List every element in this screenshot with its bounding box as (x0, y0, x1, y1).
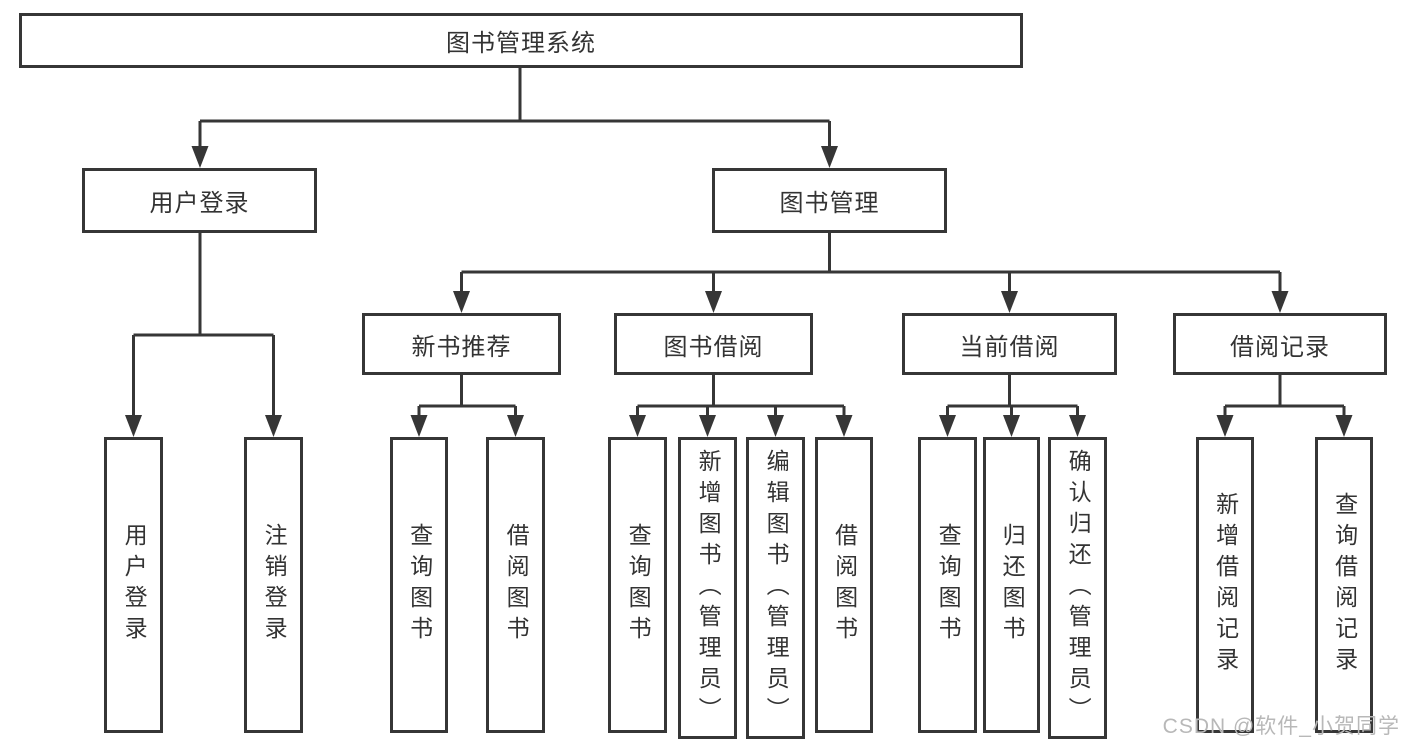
node-root-label: 图书管理系统 (446, 30, 596, 57)
leaf-add-book-admin: 新增图书（管理员） (678, 437, 737, 739)
leaf-borrow-books-recommend: 借阅图书 (486, 437, 545, 733)
node-current-borrowing-label: 当前借阅 (959, 333, 1060, 361)
leaf-borrow-books: 借阅图书 (815, 437, 873, 733)
node-user-login: 用户登录 (82, 168, 317, 233)
node-book-borrowing: 图书借阅 (614, 313, 813, 375)
leaf-edit-book-admin-label: 编辑图书（管理员） (763, 448, 790, 728)
node-book-borrowing-label: 图书借阅 (663, 333, 764, 361)
leaf-add-borrow-record-label: 新增借阅记录 (1212, 492, 1239, 678)
leaf-query-books-borrow-label: 查询图书 (625, 523, 652, 647)
node-root: 图书管理系统 (19, 13, 1023, 68)
leaf-query-books-current-label: 查询图书 (935, 523, 962, 647)
leaf-query-books-current: 查询图书 (918, 437, 977, 733)
leaf-query-books-borrow: 查询图书 (608, 437, 667, 733)
leaf-edit-book-admin: 编辑图书（管理员） (746, 437, 805, 739)
leaf-query-books-recommend-label: 查询图书 (406, 523, 433, 647)
node-book-management: 图书管理 (712, 168, 947, 233)
watermark: CSDN @软件_小贺同学 (1162, 715, 1400, 738)
node-borrowing-records-label: 借阅记录 (1230, 333, 1330, 361)
node-borrowing-records: 借阅记录 (1173, 313, 1387, 375)
leaf-query-borrow-record: 查询借阅记录 (1315, 437, 1373, 733)
leaf-user-login: 用户登录 (104, 437, 163, 733)
leaf-logout-label: 注销登录 (261, 523, 288, 647)
leaf-borrow-books-label: 借阅图书 (831, 523, 858, 647)
leaf-logout: 注销登录 (244, 437, 303, 733)
leaf-query-borrow-record-label: 查询借阅记录 (1331, 492, 1358, 678)
leaf-return-books: 归还图书 (983, 437, 1040, 733)
leaf-return-books-label: 归还图书 (999, 523, 1026, 647)
leaf-confirm-return-admin: 确认归还（管理员） (1048, 437, 1107, 739)
leaf-add-borrow-record: 新增借阅记录 (1196, 437, 1254, 733)
leaf-query-books-recommend: 查询图书 (390, 437, 448, 733)
node-new-book-recommendation: 新书推荐 (362, 313, 561, 375)
leaf-add-book-admin-label: 新增图书（管理员） (695, 448, 722, 728)
leaf-borrow-books-recommend-label: 借阅图书 (503, 523, 530, 647)
node-new-book-recommendation-label: 新书推荐 (411, 333, 512, 361)
leaf-user-login-label: 用户登录 (121, 523, 148, 647)
node-book-management-label: 图书管理 (779, 190, 880, 217)
node-current-borrowing: 当前借阅 (902, 313, 1117, 375)
node-user-login-label: 用户登录 (149, 190, 250, 217)
leaf-confirm-return-admin-label: 确认归还（管理员） (1065, 448, 1092, 728)
